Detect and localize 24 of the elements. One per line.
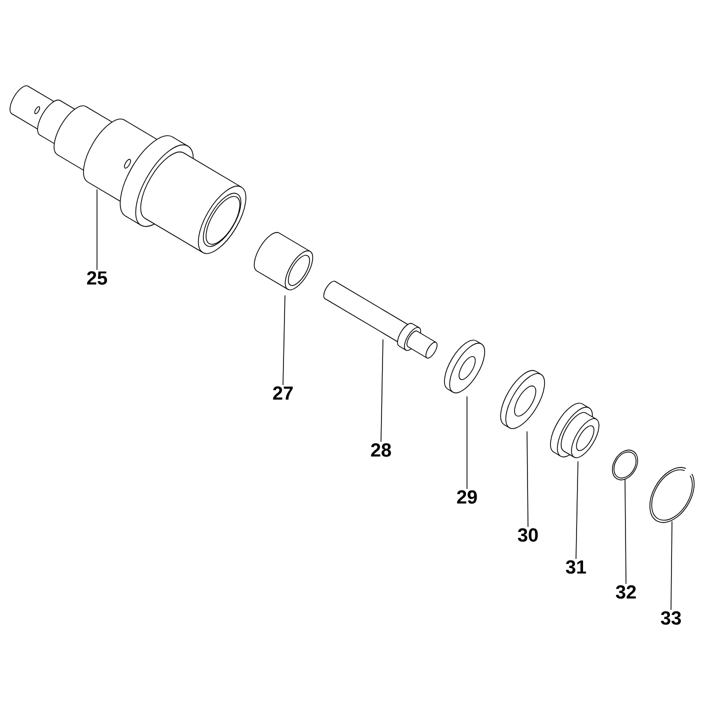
leader-line	[96, 188, 98, 270]
washer-drawing	[444, 340, 486, 394]
washer-drawing	[500, 370, 545, 429]
leader-line	[380, 339, 384, 442]
callout-number: 29	[457, 490, 477, 504]
o-ring-drawing	[612, 450, 638, 480]
leader-line	[466, 396, 468, 490]
callout-number: 28	[371, 443, 391, 457]
callout-number: 32	[616, 585, 636, 599]
circlip-drawing	[649, 467, 695, 523]
pin-drawing	[323, 280, 438, 359]
callout-number: 31	[566, 560, 586, 574]
callout-number: 33	[660, 611, 681, 625]
callout-number: 25	[87, 271, 108, 285]
bushing-drawing	[254, 232, 314, 290]
shaft-drawing	[10, 85, 246, 254]
leader-line	[282, 295, 286, 386]
callout-number: 30	[518, 528, 538, 542]
leader-line	[576, 461, 578, 560]
seal-drawing	[550, 402, 600, 458]
leader-line	[624, 479, 626, 584]
leader-line	[670, 521, 672, 610]
callout-number: 27	[273, 386, 293, 400]
leader-line	[526, 431, 528, 528]
